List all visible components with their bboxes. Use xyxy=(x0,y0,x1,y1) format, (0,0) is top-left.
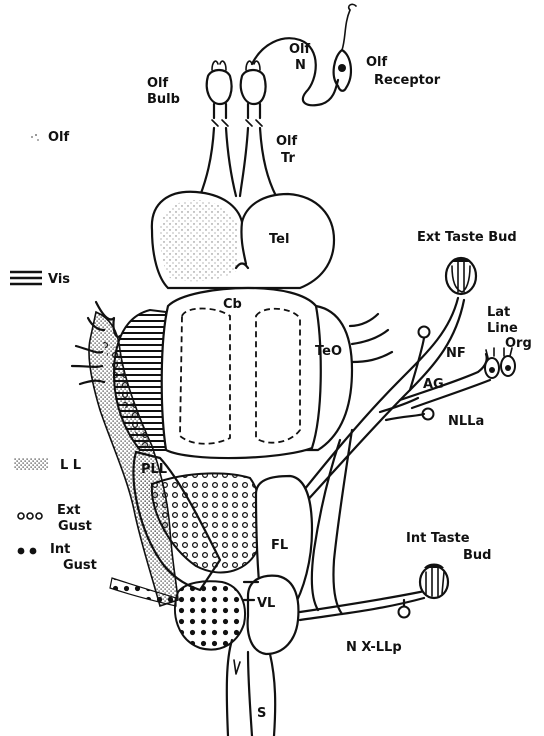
olf-n-label-2: N xyxy=(295,58,306,73)
legend-int-gust-label-1: Int xyxy=(50,542,70,557)
lateral-line-organ xyxy=(485,348,515,378)
olfactory-projection-shading xyxy=(160,200,238,281)
lat-line-label-1: Lat xyxy=(487,305,510,320)
olfactory-receptor-nucleus xyxy=(338,64,346,72)
olfactory-system xyxy=(200,4,356,196)
int-taste-bud-label-1: Int Taste xyxy=(406,531,470,546)
legend-olf-label: Olf xyxy=(48,130,70,145)
nx-llp-ganglion xyxy=(399,607,410,618)
legend-int-gust: Int Gust xyxy=(18,542,97,573)
olf-receptor-label-2: Receptor xyxy=(374,73,441,88)
legend-olf: Olf xyxy=(31,130,70,145)
vl-label: VL xyxy=(257,596,275,611)
legend-vis: Vis xyxy=(10,272,70,287)
telencephalon xyxy=(152,192,334,288)
nlla-label: NLLa xyxy=(448,414,484,429)
legend-ext-gust-label-1: Ext xyxy=(57,503,80,518)
olf-tr-label-1: Olf xyxy=(276,134,298,149)
legend-ll: L L xyxy=(14,458,81,473)
legend-vis-label: Vis xyxy=(48,272,70,287)
ag-label: AG xyxy=(423,377,444,392)
olfactory-receptor-cilium xyxy=(342,10,350,50)
nx-llp-label: N X-LLp xyxy=(346,640,402,655)
tel-label: Tel xyxy=(269,232,289,247)
external-taste-bud xyxy=(446,258,476,295)
s-label: S xyxy=(257,706,266,721)
olfactory-bulb-left xyxy=(207,70,232,104)
vagal-lobe xyxy=(175,581,245,649)
olf-tr-label-2: Tr xyxy=(281,151,295,166)
nf-label: NF xyxy=(446,346,466,361)
legend-ext-gust: Ext Gust xyxy=(18,503,92,534)
ext-taste-bud-label: Ext Taste Bud xyxy=(417,230,517,245)
legend: Olf Vis L L Ext Gust Int Gust xyxy=(10,130,97,573)
olfactory-bulb-right xyxy=(241,70,266,104)
nf-ganglion xyxy=(419,327,430,338)
int-taste-bud-label-2: Bud xyxy=(463,548,491,563)
lat-line-label-2: Line xyxy=(487,321,518,336)
olfactory-tract-right xyxy=(240,128,276,196)
internal-taste-bud xyxy=(420,564,448,599)
pll-label: PLL xyxy=(141,462,167,477)
olf-n-label-1: Olf xyxy=(289,42,311,57)
fl-label: FL xyxy=(271,538,288,553)
legend-ext-gust-label-2: Gust xyxy=(58,519,92,534)
legend-ll-label: L L xyxy=(60,458,81,473)
legend-int-gust-label-2: Gust xyxy=(63,558,97,573)
cb-label: Cb xyxy=(223,297,242,312)
olf-receptor-label-1: Olf xyxy=(366,55,388,70)
olf-bulb-label-2: Bulb xyxy=(147,92,180,107)
olfactory-tract-left xyxy=(200,128,236,196)
olf-bulb-label-1: Olf xyxy=(147,76,169,91)
vagal-lobe-right xyxy=(248,576,299,654)
lat-line-label-3: Org xyxy=(505,336,532,351)
teo-label: TeO xyxy=(315,344,342,359)
